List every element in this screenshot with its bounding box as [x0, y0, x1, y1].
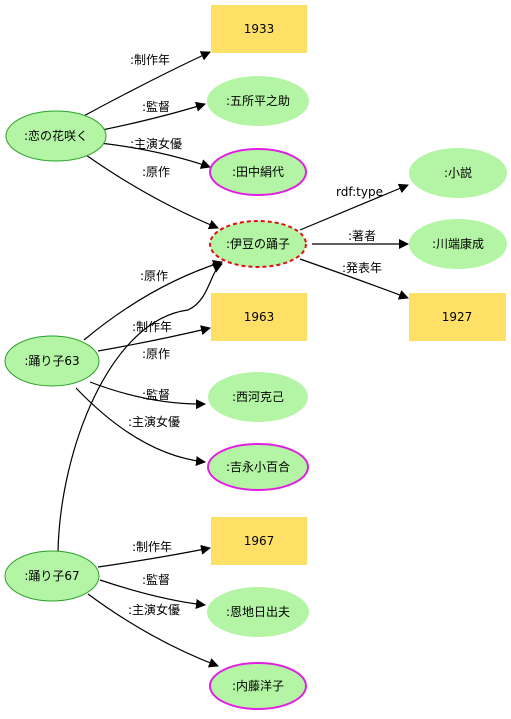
svg-text::西河克己: :西河克己: [232, 390, 284, 404]
edge-izu-published: [299, 258, 409, 300]
edge-label: :発表年: [342, 261, 382, 275]
svg-text::吉永小百合: :吉永小百合: [226, 459, 290, 474]
edge-odoriko67-director: [99, 579, 206, 609]
edge-odoriko63-year: [97, 325, 211, 352]
svg-text::踊り子67: :踊り子67: [24, 569, 79, 583]
node-kawabata[interactable]: :川端康成: [409, 219, 507, 269]
svg-text::踊り子63: :踊り子63: [24, 354, 79, 368]
edge-odoriko63-director: [89, 381, 206, 410]
edge-odoriko63-actress: [75, 387, 206, 467]
node-year-1967[interactable]: 1967: [211, 517, 307, 565]
svg-text::田中絹代: :田中絹代: [232, 164, 284, 179]
edge-label: :原作: [142, 347, 170, 361]
node-onchi[interactable]: :恩地日出夫: [207, 587, 309, 637]
node-year-1933[interactable]: 1933: [211, 5, 307, 53]
edge-label: :制作年: [132, 540, 172, 554]
node-year-1963[interactable]: 1963: [211, 293, 307, 341]
edge-label: :著者: [348, 229, 376, 243]
edge-koinohana-director: [101, 101, 206, 131]
node-odoriko67[interactable]: :踊り子67: [4, 550, 100, 602]
edge-label: :監督: [142, 99, 170, 114]
node-naito[interactable]: :内藤洋子: [209, 662, 307, 710]
edge-label: :監督: [142, 572, 170, 587]
svg-text::小説: :小説: [444, 165, 472, 180]
node-tanaka[interactable]: :田中絹代: [209, 148, 307, 196]
svg-text:1963: 1963: [244, 310, 275, 324]
edge-label: :制作年: [132, 320, 172, 334]
svg-text::恩地日出夫: :恩地日出夫: [226, 605, 290, 619]
svg-text::五所平之助: :五所平之助: [226, 94, 290, 108]
edge-label: :監督: [142, 387, 170, 402]
edge-label: :原作: [140, 269, 168, 283]
svg-text:1933: 1933: [244, 22, 275, 36]
node-izu[interactable]: :伊豆の踊子: [209, 220, 307, 268]
edge-label: :主演女優: [128, 414, 180, 429]
edge-koinohana-actress: [99, 142, 211, 169]
edge-koinohana-year: [79, 51, 211, 119]
node-odoriko63[interactable]: :踊り子63: [4, 335, 100, 387]
edge-odoriko67-year: [97, 544, 211, 568]
svg-text:1927: 1927: [442, 310, 473, 324]
edge-label: :原作: [142, 165, 170, 179]
svg-text:1967: 1967: [244, 534, 275, 548]
edge-label: :主演女優: [128, 602, 180, 617]
edge-label: rdf:type: [336, 185, 383, 199]
svg-text::伊豆の踊子: :伊豆の踊子: [226, 237, 290, 251]
edge-koinohana-original: [85, 154, 219, 230]
node-nishikawa[interactable]: :西河克己: [208, 372, 308, 422]
node-year-1927[interactable]: 1927: [409, 293, 506, 341]
edge-odoriko63-original: [83, 259, 223, 341]
node-koinohana[interactable]: :恋の花咲く: [5, 110, 107, 162]
edge-label: :制作年: [130, 53, 170, 67]
edge-label: :主演女優: [130, 136, 182, 151]
edge-odoriko67-actress: [87, 593, 219, 668]
node-shosetsu[interactable]: :小説: [409, 148, 507, 198]
svg-text::内藤洋子: :内藤洋子: [232, 678, 284, 693]
node-gosho[interactable]: :五所平之助: [207, 76, 309, 126]
svg-text::川端康成: :川端康成: [432, 236, 484, 251]
node-yoshinaga[interactable]: :吉永小百合: [207, 443, 309, 491]
svg-text::恋の花咲く: :恋の花咲く: [24, 128, 88, 143]
edge-izu-type: [299, 183, 409, 231]
edge-odoriko67-original: [57, 263, 223, 553]
